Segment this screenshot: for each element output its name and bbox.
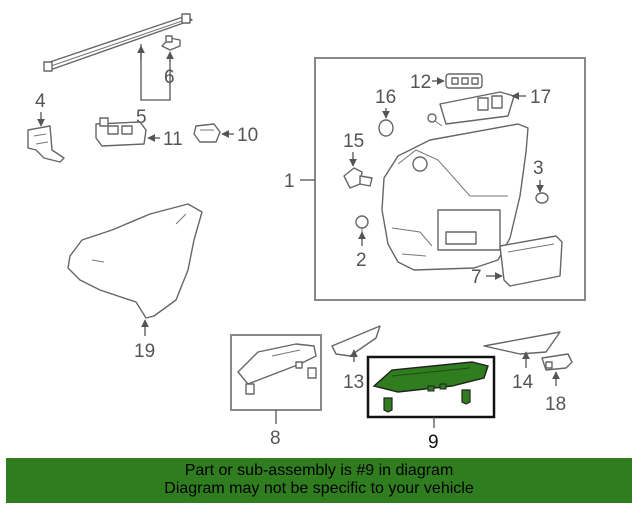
notice-line-2: Diagram may not be specific to your vehi…	[164, 480, 474, 497]
notice-line-1: Part or sub-assembly is #9 in diagram	[184, 462, 454, 479]
callout-16: 16	[375, 87, 396, 108]
callout-4: 4	[35, 91, 46, 112]
switch-base-17-part	[439, 91, 515, 125]
pocket-7-part	[499, 235, 563, 287]
callout-10: 10	[237, 125, 258, 146]
weatherstrip-part	[43, 13, 193, 72]
trim-8-part	[237, 343, 317, 395]
callout-11: 11	[163, 129, 183, 150]
clip-10-part	[193, 123, 221, 143]
callout-15: 15	[343, 131, 364, 152]
callout-13: 13	[343, 372, 364, 393]
callout-19: 19	[134, 341, 155, 362]
callout-8: 8	[270, 428, 281, 449]
screw-part	[427, 113, 443, 127]
trim-14-part	[483, 331, 561, 355]
door-trim-panel-part	[381, 123, 529, 271]
bracket-4-part	[27, 125, 65, 163]
callout-12: 12	[410, 72, 431, 93]
bezel-12-part	[445, 73, 483, 89]
notice-banner: Part or sub-assembly is #9 in diagram Di…	[6, 458, 632, 503]
clip-2-part	[355, 215, 369, 232]
clip-3-part	[535, 192, 549, 204]
trim-13-part	[331, 325, 381, 357]
clip-6-part	[161, 35, 181, 51]
callout-18: 18	[545, 394, 566, 415]
watershield-19-part	[67, 203, 203, 319]
leader-5-6	[140, 44, 171, 101]
switch-11-part	[95, 117, 147, 147]
callout-2: 2	[356, 250, 367, 271]
callout-9: 9	[428, 432, 439, 453]
callout-5: 5	[136, 107, 147, 128]
callout-7: 7	[471, 267, 482, 288]
cap-16-part	[378, 119, 394, 137]
clip-18-part	[541, 353, 573, 371]
armrest-base-9-part[interactable]	[372, 361, 489, 413]
callout-17: 17	[530, 87, 551, 108]
callout-14: 14	[512, 372, 534, 393]
callout-6: 6	[164, 67, 175, 88]
callout-1: 1	[284, 171, 295, 192]
grommet-15-part	[343, 167, 373, 189]
callout-3: 3	[533, 158, 544, 179]
